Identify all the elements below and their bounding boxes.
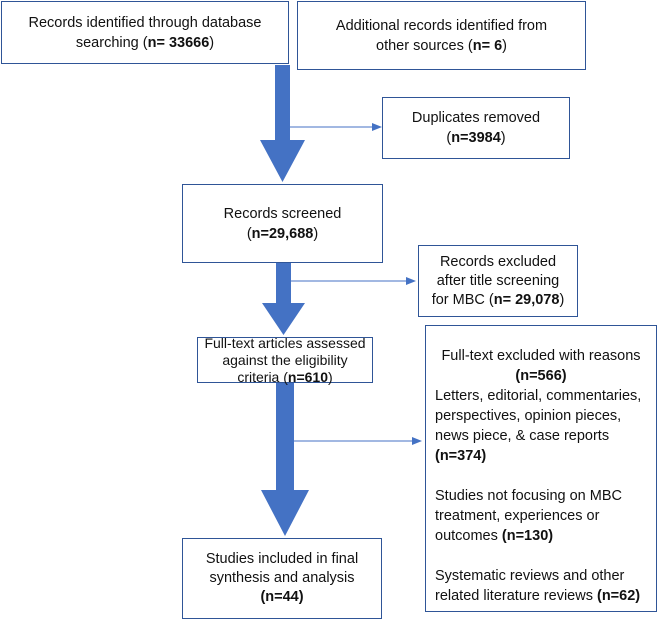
database-records-text: Records identified through database sear… xyxy=(28,14,262,51)
studies-included-box: Studies included in final synthesis and … xyxy=(182,538,382,619)
down-arrow-2 xyxy=(262,263,305,335)
included-line1: Studies included in final xyxy=(205,551,359,567)
title-exclusion-box: Records excluded after title screening f… xyxy=(418,245,578,317)
fulltext-assessed-box: Full-text articles assessed against the … xyxy=(197,334,373,385)
screened-count: (n=29,688) xyxy=(246,225,319,242)
database-records-box: Records identified through database sear… xyxy=(1,1,289,64)
exclusion-reason-focus: Studies not focusing on MBC treatment, e… xyxy=(435,488,622,544)
title-exclusion-line3: for MBC (n= 29,078) xyxy=(431,291,565,308)
exclusion-reason-letters: Letters, editorial, commentaries, perspe… xyxy=(435,388,642,464)
duplicates-box: Duplicates removed (n=3984) xyxy=(382,97,570,159)
exclusion-heading: Full-text excluded with reasons xyxy=(441,348,641,364)
down-arrow-1 xyxy=(260,65,305,182)
fulltext-exclusion-box: Full-text excluded with reasons (n=566) … xyxy=(425,325,657,612)
side-arrow-title-exclusion xyxy=(291,277,416,285)
duplicates-label: Duplicates removed xyxy=(411,110,541,126)
records-screened-box: Records screened (n=29,688) xyxy=(182,184,383,263)
included-count: (n=44) xyxy=(260,589,304,605)
title-exclusion-line2: after title screening xyxy=(436,272,560,289)
down-arrow-3 xyxy=(261,383,309,536)
side-arrow-duplicates xyxy=(290,123,382,131)
side-arrow-fulltext-exclusion xyxy=(294,437,422,445)
other-sources-text: Additional records identified from other… xyxy=(335,17,548,54)
duplicates-count: (n=3984) xyxy=(446,130,506,146)
title-exclusion-line1: Records excluded xyxy=(439,253,557,270)
fulltext-assessed-text: Full-text articles assessed against the … xyxy=(204,334,366,385)
exclusion-heading-count: (n=566) xyxy=(515,368,567,384)
other-sources-box: Additional records identified from other… xyxy=(297,1,586,70)
included-line2: synthesis and analysis xyxy=(209,570,355,586)
exclusion-reason-reviews: Systematic reviews and other related lit… xyxy=(435,568,641,604)
screened-label: Records screened xyxy=(223,205,342,222)
